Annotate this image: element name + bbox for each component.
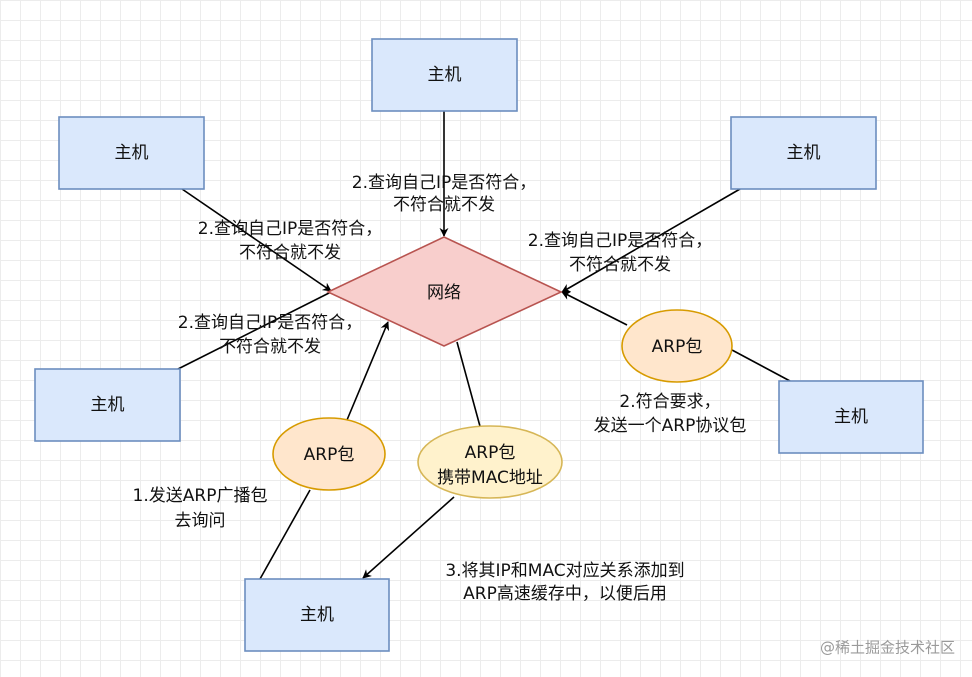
host-top: 主机 [371,38,518,112]
label-cache-line2: ARP高速缓存中，以便后用 [463,584,667,604]
watermark: @稀土掘金技术社区 [820,639,955,657]
edge-upper-left-host-to-network [181,188,332,292]
label-query-top-line2: 不符合就不发 [393,195,495,215]
label-query-upper-left-line1: 2.查询自己IP是否符合， [198,219,383,239]
label-reply-line1: 2.符合要求， [619,392,720,412]
host-bottom: 主机 [244,578,390,652]
label-query-upper-left-line2: 不符合就不发 [239,243,341,263]
label-send-broadcast-line1: 1.发送ARP广播包 [133,486,268,506]
arp-packet-right: ARP包 [621,309,733,383]
edge-bottom-host-to-arp-packet [259,489,311,580]
network-node: 网络 [326,236,563,347]
arp-mac-packet-line2: 携带MAC地址 [437,468,543,488]
label-send-broadcast: 1.发送ARP广播包 去询问 [133,486,268,531]
edge-network-to-arp-mac-packet [456,341,482,431]
label-cache-line1: 3.将其IP和MAC对应关系添加到 [445,561,684,581]
label-query-upper-right-line2: 不符合就不发 [569,255,671,275]
label-reply-line2: 发送一个ARP协议包 [594,416,747,436]
edge-arp-mac-packet-to-bottom-host [362,496,455,579]
host-right: 主机 [778,380,924,454]
host-lower-left: 主机 [34,368,181,442]
arp-packet-right-label: ARP包 [652,337,703,357]
label-send-broadcast-line2: 去询问 [175,511,226,531]
label-query-upper-right-line1: 2.查询自己IP是否符合， [528,231,713,251]
host-top-label: 主机 [428,65,462,85]
edge-arp-packet-right-to-network [561,291,628,326]
arp-mac-packet: ARP包 携带MAC地址 [417,425,563,499]
arp-packet-left: ARP包 [272,417,386,491]
edges [177,111,791,580]
host-bottom-label: 主机 [300,605,334,625]
edge-arp-packet-to-network [346,321,390,421]
label-query-upper-right: 2.查询自己IP是否符合， 不符合就不发 [528,231,713,275]
host-upper-left: 主机 [58,116,205,190]
arp-mac-packet-line1: ARP包 [465,443,516,463]
edge-right-host-to-network [731,349,791,382]
network-label: 网络 [427,283,461,303]
edge-upper-right-host-to-network [561,188,741,293]
host-right-label: 主机 [834,407,868,427]
label-query-lower-left-line2: 不符合就不发 [219,337,321,357]
label-reply: 2.符合要求， 发送一个ARP协议包 [594,392,747,436]
label-query-lower-left-line1: 2.查询自己IP是否符合， [178,313,363,333]
host-upper-left-label: 主机 [115,143,149,163]
host-lower-left-label: 主机 [91,395,125,415]
label-query-upper-left: 2.查询自己IP是否符合， 不符合就不发 [198,219,383,263]
label-query-top-line1: 2.查询自己IP是否符合， [352,173,537,193]
label-cache: 3.将其IP和MAC对应关系添加到 ARP高速缓存中，以便后用 [445,561,684,604]
edge-network-to-lower-left-host [177,291,332,370]
label-query-top: 2.查询自己IP是否符合， 不符合就不发 [352,173,537,215]
label-query-lower-left: 2.查询自己IP是否符合， 不符合就不发 [178,313,363,357]
host-upper-right: 主机 [730,116,877,190]
arp-packet-left-label: ARP包 [304,445,355,465]
host-upper-right-label: 主机 [787,143,821,163]
